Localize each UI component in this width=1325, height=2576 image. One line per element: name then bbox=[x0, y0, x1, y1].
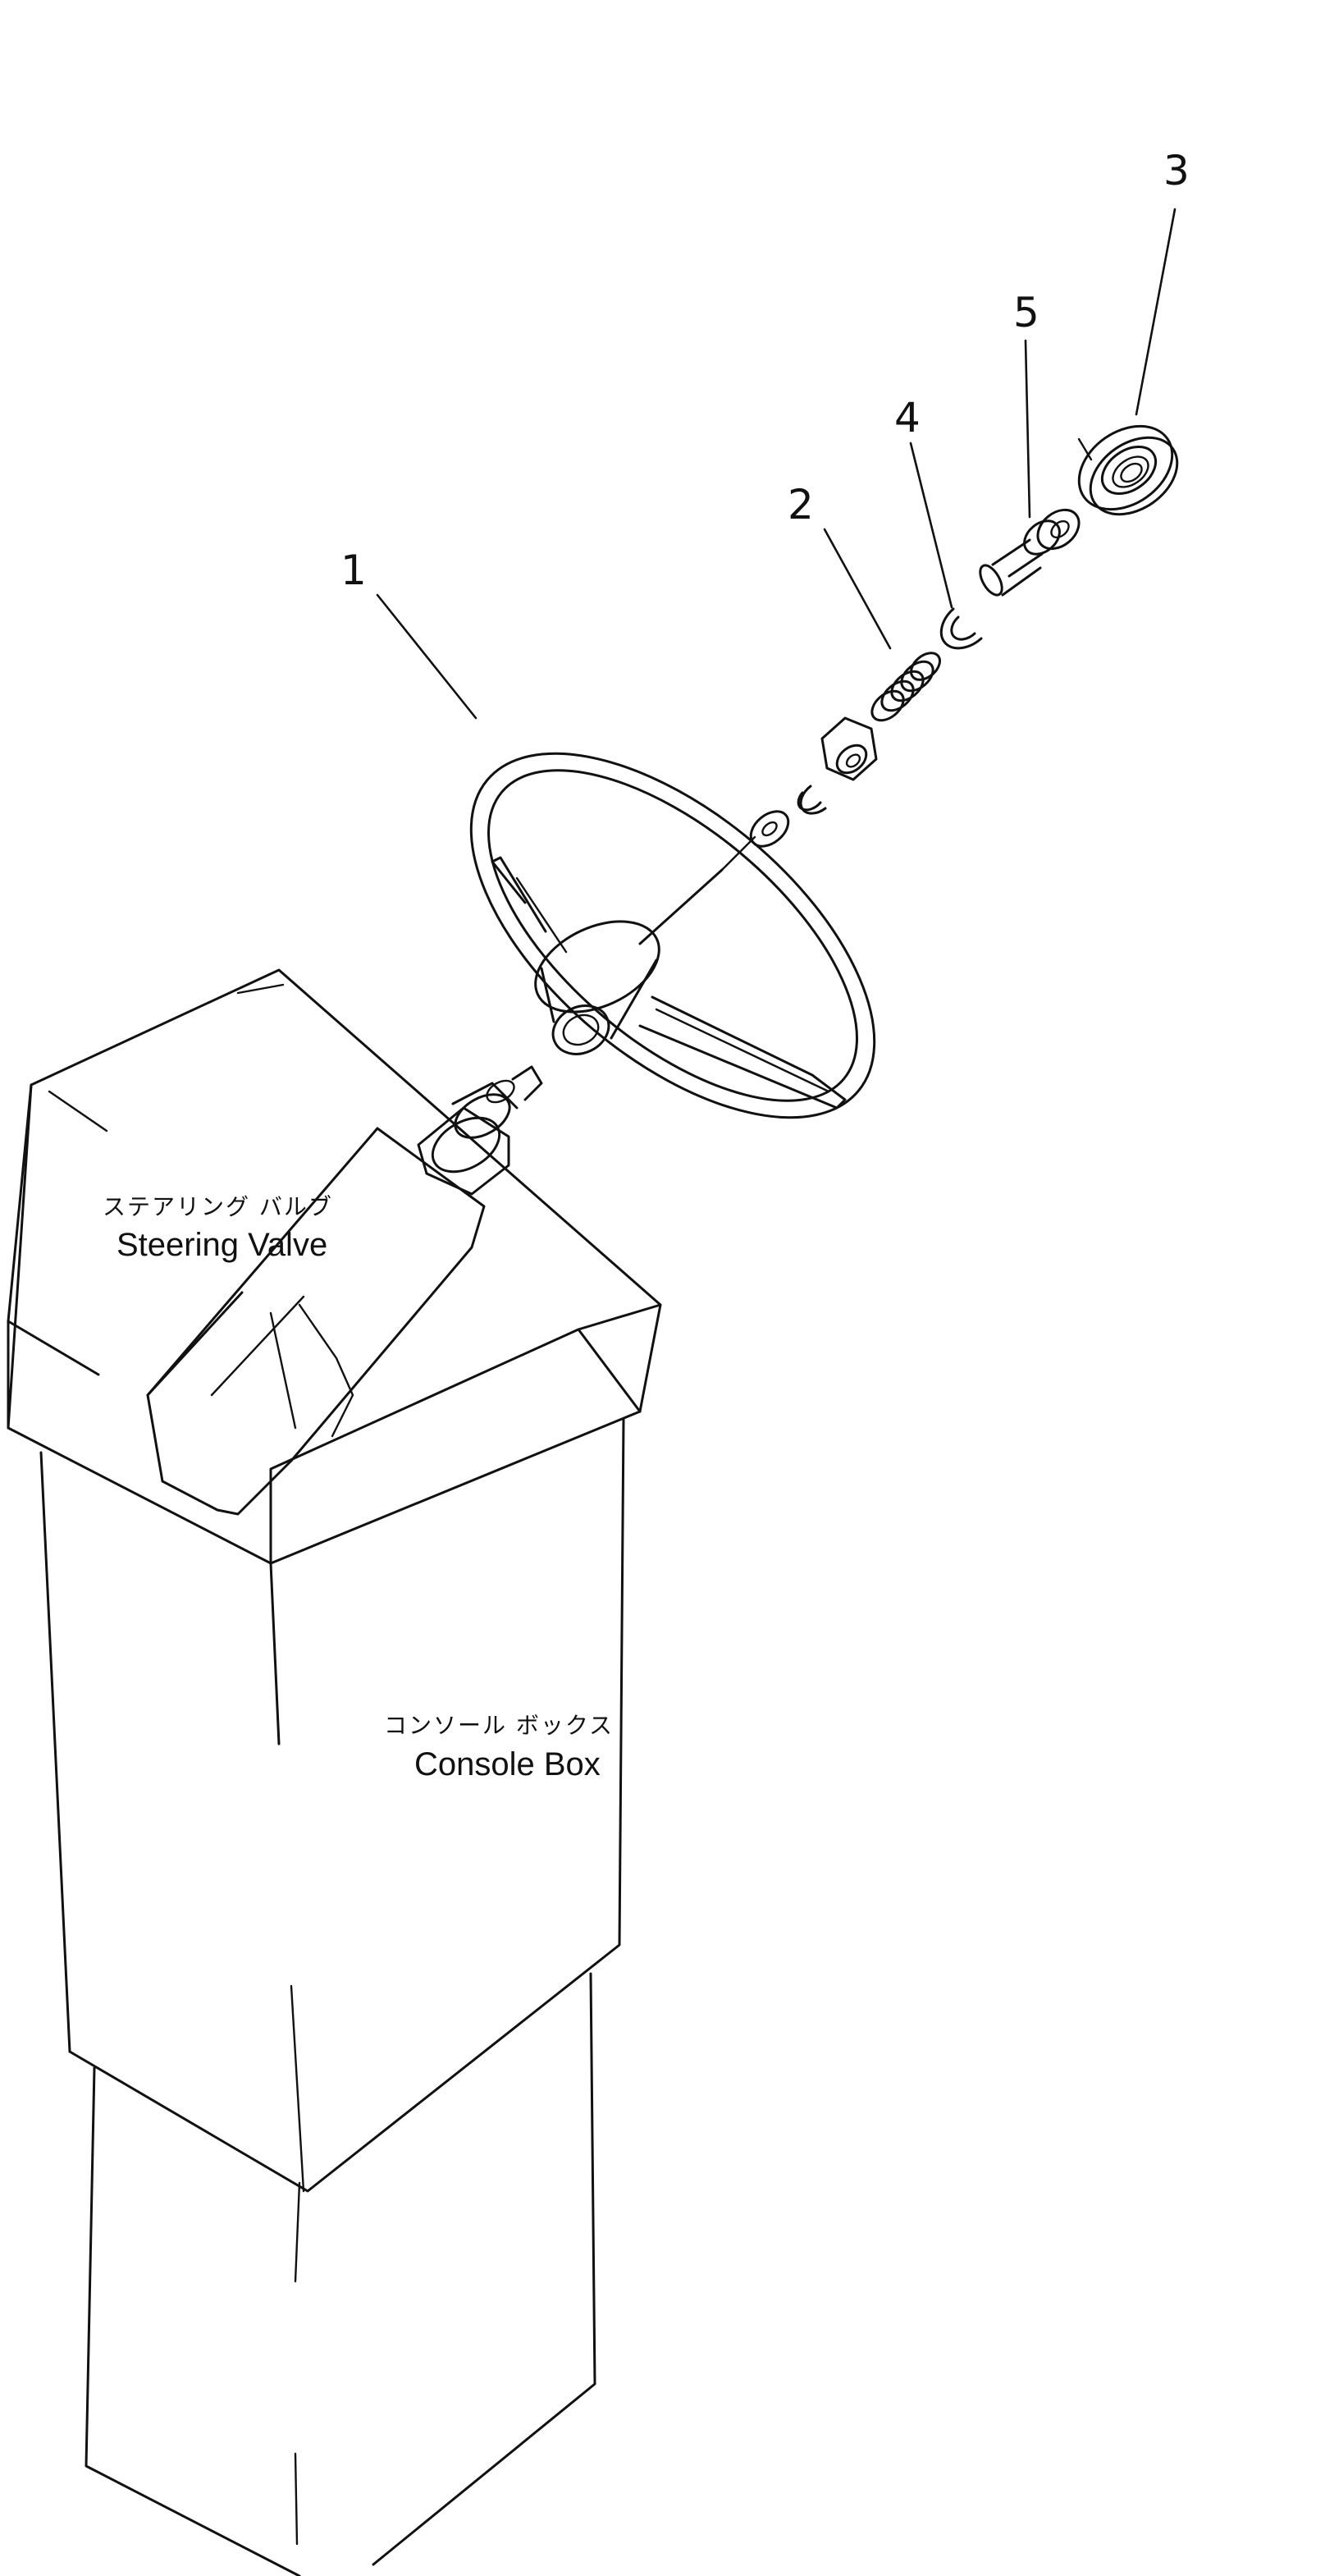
washer bbox=[749, 810, 790, 848]
horn-button bbox=[1077, 424, 1179, 516]
console-box bbox=[7, 968, 662, 2576]
callout-1: 1 bbox=[340, 547, 367, 594]
steering-valve bbox=[146, 1065, 543, 1516]
snap-ring bbox=[939, 607, 983, 650]
spring bbox=[870, 652, 941, 722]
steering-valve-label-en: Steering Valve bbox=[117, 1227, 327, 1263]
console-box-label-en: Console Box bbox=[414, 1746, 601, 1782]
callout-5: 5 bbox=[1013, 289, 1039, 336]
callout-2: 2 bbox=[788, 481, 814, 528]
nut bbox=[820, 716, 878, 781]
lock-washer bbox=[797, 785, 827, 815]
console-box-label-jp: コンソール ボックス bbox=[384, 1712, 614, 1739]
leader-lines bbox=[376, 208, 1177, 720]
horn-pin bbox=[979, 508, 1081, 597]
steering-wheel bbox=[469, 752, 876, 1119]
steering-valve-label-jp: ステアリング バルブ bbox=[103, 1193, 333, 1220]
callout-4: 4 bbox=[894, 394, 921, 442]
callout-3: 3 bbox=[1163, 147, 1190, 194]
